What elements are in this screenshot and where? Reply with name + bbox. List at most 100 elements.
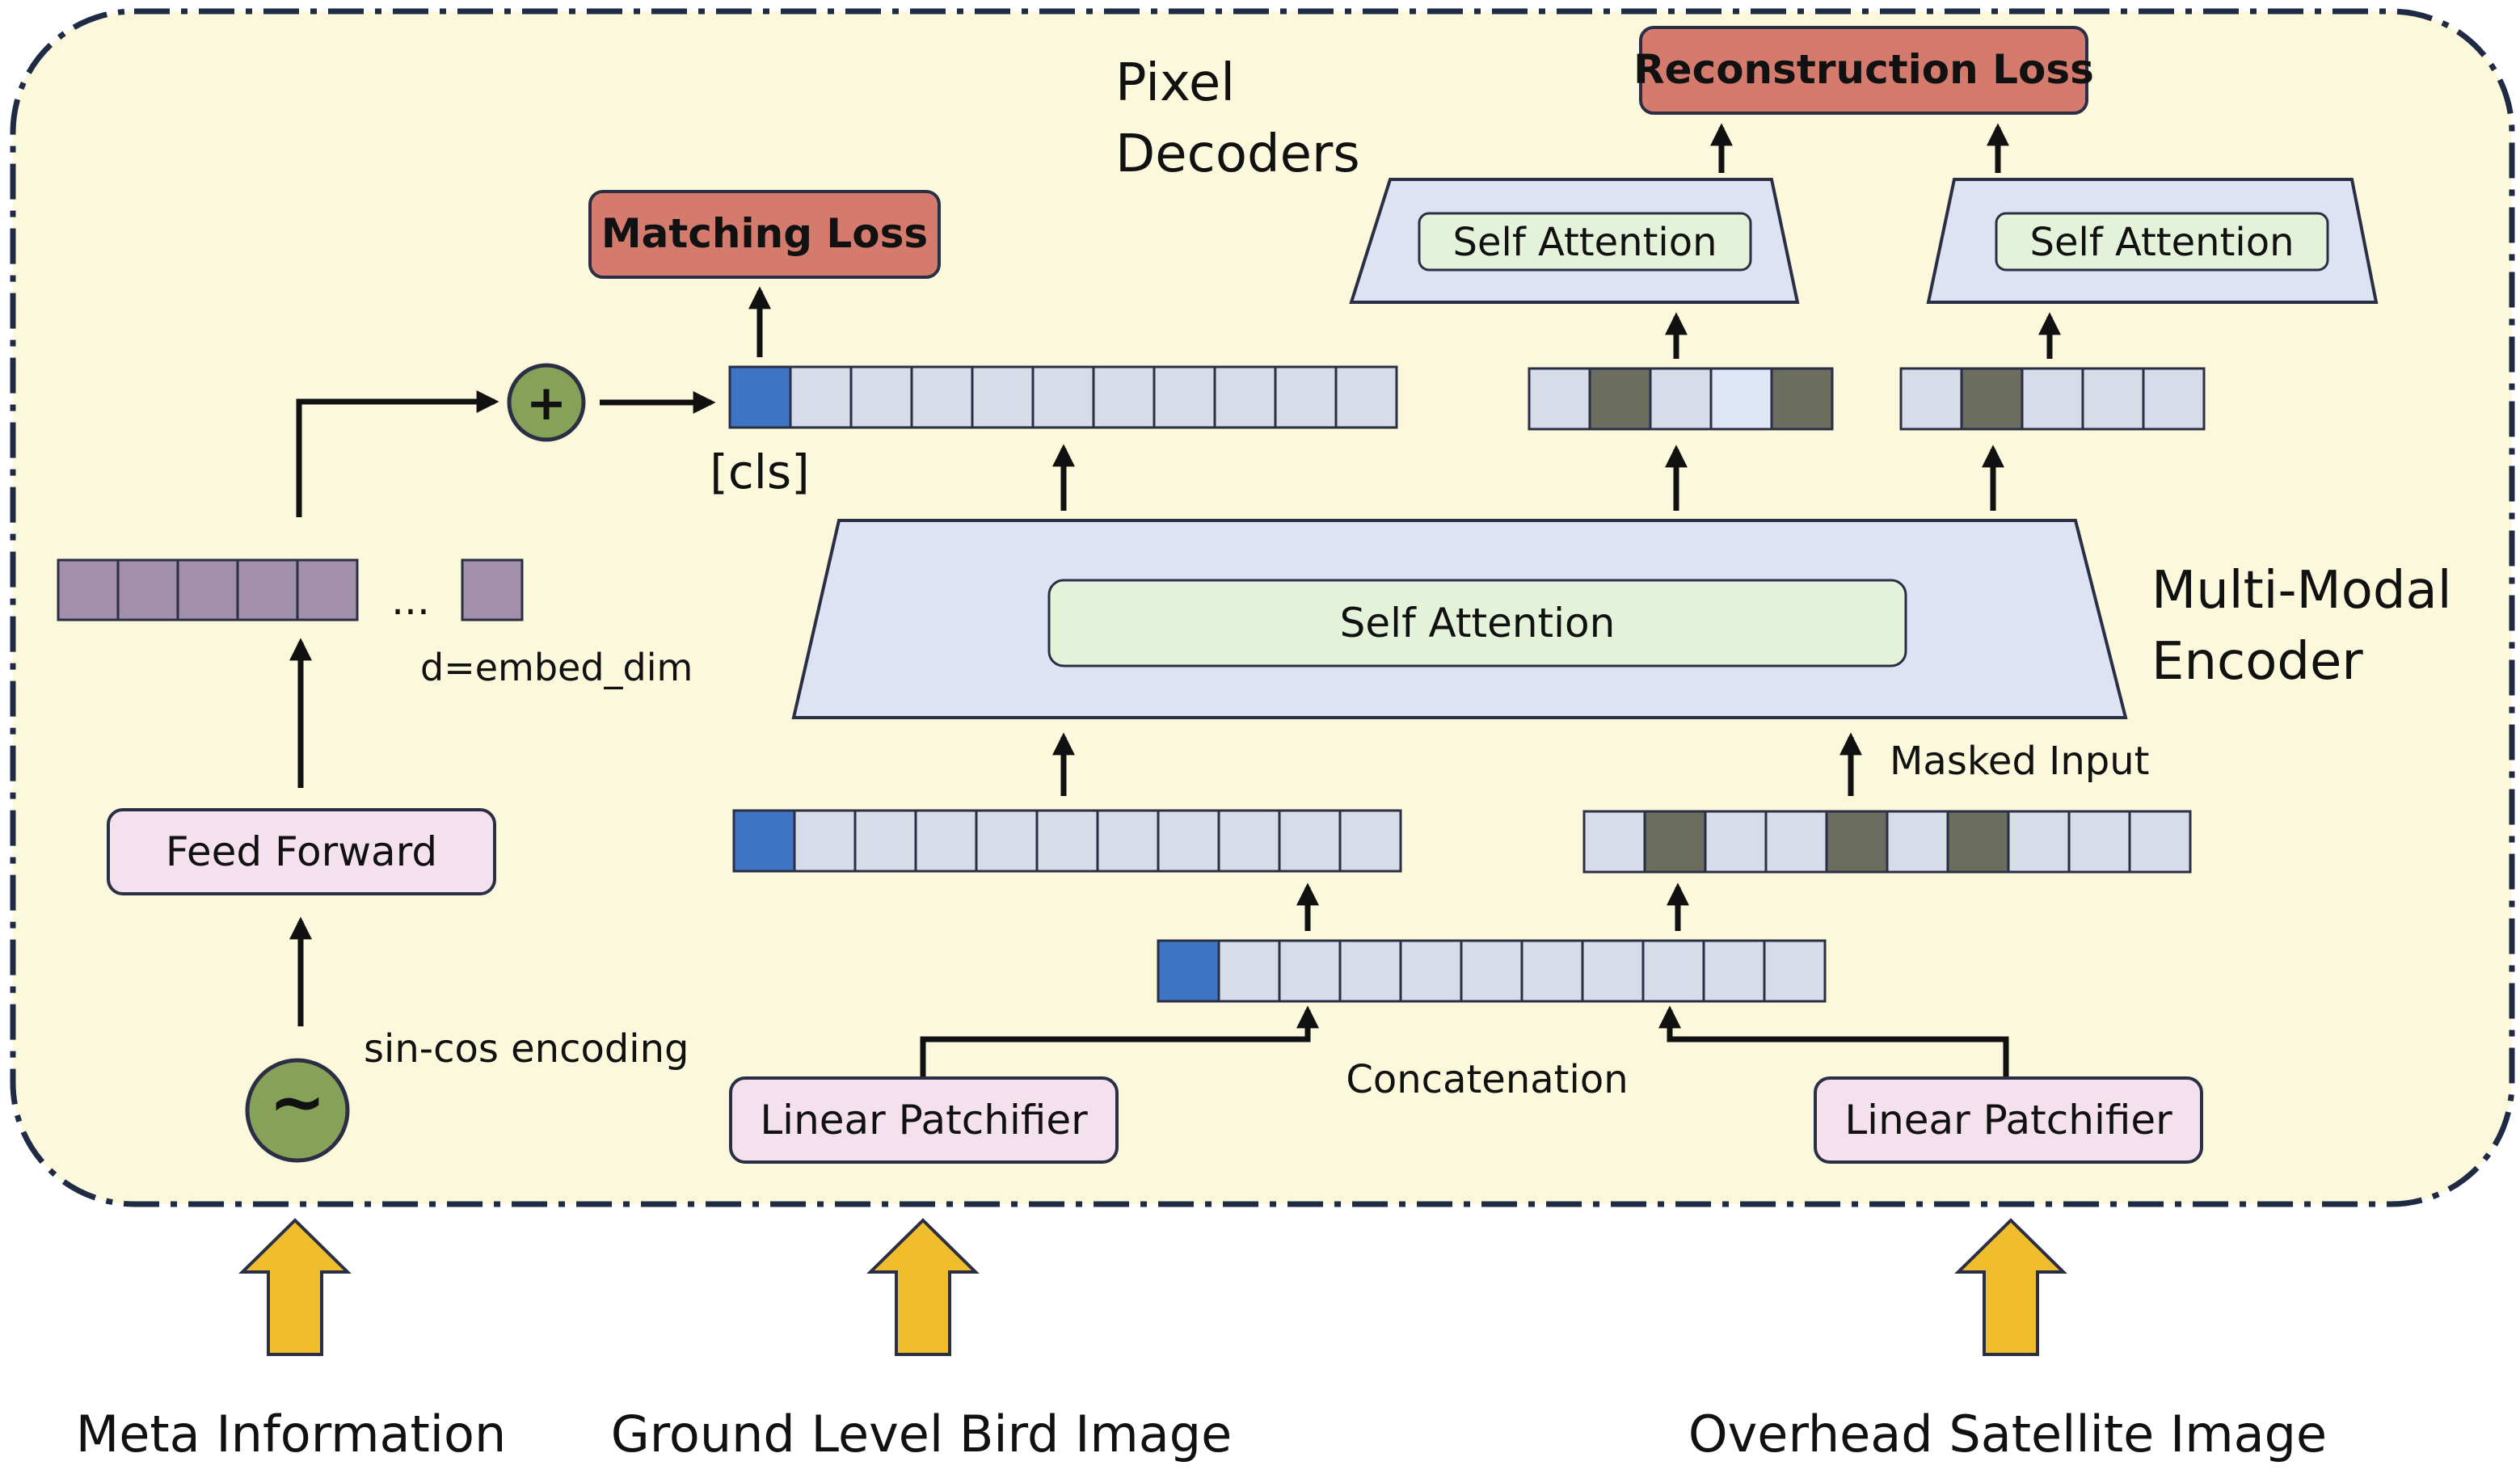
encoder-self-attention-box (1047, 579, 1907, 668)
pixel-decoders-label-line2: Decoders (1115, 124, 1360, 184)
masked-token (1770, 367, 1834, 431)
token (789, 365, 853, 429)
embed-cell (57, 558, 120, 621)
masked-input-label: Masked Input (1890, 739, 2149, 784)
masked-token (1825, 810, 1889, 874)
token (1217, 939, 1281, 1003)
token (1582, 810, 1646, 874)
cls-label: [cls] (710, 444, 809, 499)
token (853, 809, 917, 873)
encoder-self-attention-label: Self Attention (1340, 600, 1616, 647)
thick-up-arrow-icon (1954, 1218, 2067, 1356)
masked-token (1946, 810, 2010, 874)
decoder2-self-attention-label: Self Attention (2029, 220, 2294, 265)
decoder1-self-attention-label: Self Attention (1452, 220, 1717, 265)
token (971, 365, 1035, 429)
decoder1-self-attention-box (1418, 212, 1752, 272)
token (1528, 367, 1591, 431)
plus-circle-icon (507, 363, 586, 442)
token (2007, 810, 2071, 874)
token (1338, 939, 1402, 1003)
satellite-patchifier-to-concat (1658, 1005, 2009, 1076)
token (1763, 939, 1827, 1003)
feed-forward-label: Feed Forward (166, 828, 437, 875)
token (1704, 810, 1768, 874)
token (1764, 810, 1828, 874)
token (1581, 939, 1645, 1003)
cls-token (1157, 939, 1220, 1003)
token (849, 365, 913, 429)
ground-linear-patchifier-label: Linear Patchifier (760, 1097, 1088, 1144)
reconstruction-loss-label: Reconstruction Loss (1633, 46, 2094, 93)
token (1334, 365, 1398, 429)
token (1702, 939, 1766, 1003)
token (2067, 810, 2131, 874)
concatenation-label: Concatenation (1346, 1057, 1628, 1102)
multimodal-label-line2: Encoder (2151, 632, 2363, 692)
token (1399, 939, 1463, 1003)
feed-forward-box (107, 808, 496, 895)
token (1153, 365, 1216, 429)
masked-token (1643, 810, 1707, 874)
sincos-label: sin-cos encoding (364, 1026, 689, 1072)
embed-dim-label: d=embed_dim (420, 646, 693, 689)
pixel-decoders-label-line1: Pixel (1115, 53, 1235, 113)
thick-up-arrow-icon (866, 1218, 980, 1356)
concatenated-tokens (1157, 939, 1827, 1003)
embed-cell (461, 558, 524, 621)
cls-token (732, 809, 796, 873)
masked-token (1588, 367, 1652, 431)
embed-cell (236, 558, 299, 621)
token (1709, 367, 1773, 431)
overhead-satellite-image-label: Overhead Satellite Image (1688, 1405, 2327, 1464)
token (1031, 365, 1095, 429)
token (1899, 367, 1963, 431)
token (910, 365, 974, 429)
embed-to-plus-arrow (296, 390, 499, 517)
embed-cell (296, 558, 359, 621)
token (1096, 809, 1160, 873)
token (1278, 939, 1342, 1003)
matching-loss-label: Matching Loss (601, 210, 928, 257)
decoder2-input-tokens (1899, 367, 2206, 431)
meta-information-label: Meta Information (76, 1405, 507, 1464)
multimodal-label-line1: Multi-Modal (2151, 561, 2452, 621)
encoder-output-tokens (728, 365, 1398, 429)
token (2128, 810, 2192, 874)
token (1035, 809, 1099, 873)
unmasked-input-tokens (732, 809, 1402, 873)
token (1338, 809, 1402, 873)
token (1520, 939, 1584, 1003)
token (1641, 939, 1705, 1003)
satellite-linear-patchifier-label: Linear Patchifier (1844, 1097, 2172, 1144)
decoder1-input-tokens (1528, 367, 1834, 431)
token (1213, 365, 1277, 429)
tilde-circle-icon (245, 1058, 350, 1163)
token (1278, 809, 1342, 873)
thick-up-arrow-icon (238, 1218, 352, 1356)
plus-symbol: + (526, 375, 567, 432)
matching-loss-box (588, 190, 941, 279)
meta-branch: ~ sin-cos encoding Feed Forward ... d=em… (57, 363, 716, 1163)
reconstruction-loss-box (1639, 26, 2088, 115)
token (914, 809, 978, 873)
embed-cell (176, 558, 239, 621)
token (2142, 367, 2206, 431)
ground-linear-patchifier-box (729, 1076, 1119, 1164)
embedding-vector (57, 558, 524, 621)
token (1886, 810, 1949, 874)
token (1274, 365, 1338, 429)
token (1460, 939, 1523, 1003)
ground-patchifier-to-concat (920, 1005, 1319, 1076)
decoder2-self-attention-box (1995, 212, 2329, 272)
masked-token (1960, 367, 2024, 431)
embed-ellipsis: ... (391, 577, 430, 624)
token (1157, 809, 1220, 873)
ground-level-bird-image-label: Ground Level Bird Image (611, 1405, 1233, 1464)
token (2081, 367, 2145, 431)
token (2021, 367, 2084, 431)
cls-token (728, 365, 792, 429)
token (1649, 367, 1713, 431)
satellite-linear-patchifier-box (1814, 1076, 2203, 1164)
